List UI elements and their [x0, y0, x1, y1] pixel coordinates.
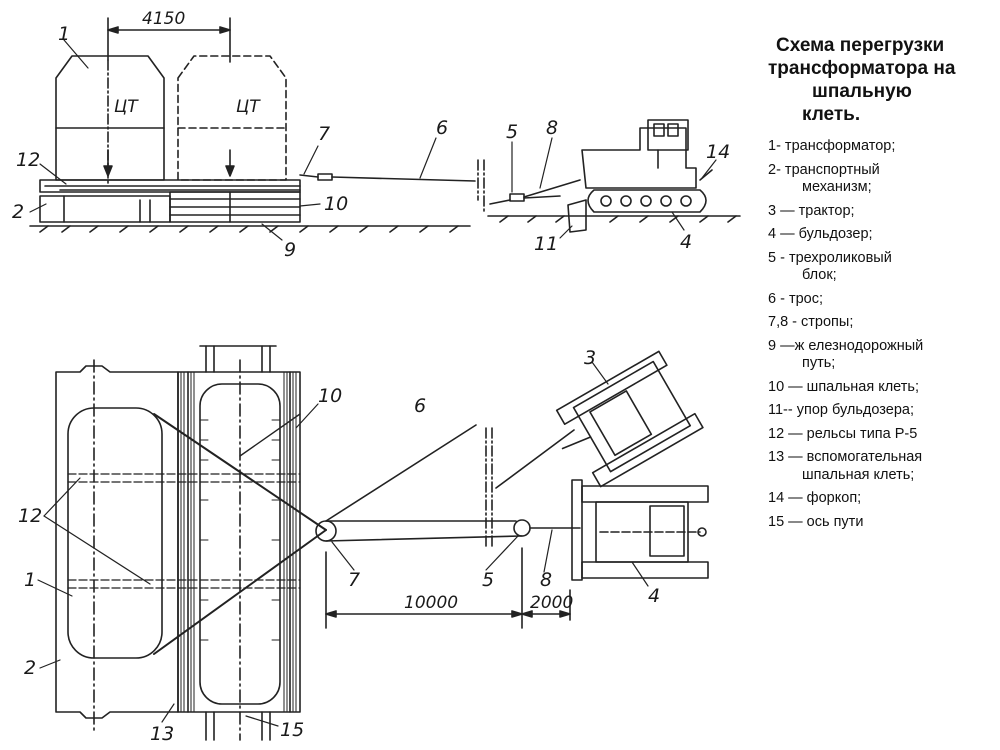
track-rails-plan	[199, 345, 277, 741]
transformer-plan	[67, 407, 163, 659]
elevation-view	[29, 17, 741, 241]
title-line-2: трансформатора на	[768, 58, 956, 79]
title-line-4: клеть.	[802, 104, 861, 125]
label-plan-12: 12	[18, 505, 42, 527]
bulldozer-plan	[571, 479, 709, 581]
cog-arrow-moved	[225, 149, 235, 177]
legend-item-text: 4 — бульдозер;	[768, 226, 873, 242]
label-plan-4: 4	[648, 585, 660, 607]
label-top-7: 7	[318, 123, 330, 145]
legend-item-text: 12 — рельсы типа Р-5	[768, 425, 918, 442]
label-plan-6: 6	[414, 395, 426, 417]
legend-item: 3 — трактор;	[768, 203, 996, 221]
legend-panel: Схема перегрузки трансформатора на шпаль…	[768, 34, 996, 537]
label-dimension-2000: 2000	[530, 593, 573, 613]
sleeper-cage-elevation	[169, 191, 301, 223]
label-dimension-10000: 10000	[404, 593, 458, 613]
plan-labels: 3 10 6 12 1 2 7 5 8 4 10000 2000 13 15	[18, 347, 660, 745]
tractor-plan	[555, 350, 704, 488]
label-plan-8: 8	[540, 569, 552, 591]
legend-item-text: 9 —ж елезнодорожный	[768, 337, 924, 354]
legend-item: 15 — ось пути	[768, 514, 996, 532]
transfer-scheme-drawing: 4150 ЦТ ЦТ 1 12 2 7 6 10 9 5 8 14 11 4 3…	[12, 9, 741, 745]
legend-item: 10 — шпальная клеть;	[768, 379, 996, 397]
legend-item: 6 - трос;	[768, 291, 996, 309]
legend-item-text: 15 — ось пути	[768, 513, 864, 530]
title-line-3: шпальную	[812, 81, 912, 102]
rails-p5-elevation	[39, 179, 301, 193]
leader-lines-elevation	[29, 39, 437, 241]
label-cog-1: ЦТ	[114, 97, 139, 117]
label-top-14: 14	[706, 141, 730, 163]
label-plan-15: 15	[280, 719, 304, 741]
legend-item-text: 11-- упор бульдозера;	[768, 402, 914, 418]
transport-mechanism-elevation	[39, 195, 171, 223]
ground-line-left	[29, 225, 471, 233]
slings-plan	[153, 413, 327, 655]
title-line-1: Схема перегрузки	[776, 35, 945, 56]
legend-item-text: 10 — шпальная клеть;	[768, 378, 919, 395]
label-top-2: 2	[12, 201, 24, 223]
leader-lines-elevation-right	[511, 137, 717, 239]
legend-item: 4 — бульдозер;	[768, 226, 996, 244]
transport-mechanism-plan	[55, 359, 179, 731]
label-plan-13: 13	[150, 723, 174, 745]
dimension-10000-2000	[325, 547, 571, 629]
legend-item: 11-- упор бульдозера;	[768, 402, 996, 420]
label-top-4: 4	[680, 231, 692, 253]
legend-item-text: 3 — трактор;	[768, 202, 855, 219]
label-top-6: 6	[436, 117, 448, 139]
leader-lines-plan	[37, 361, 649, 727]
label-plan-10: 10	[318, 385, 342, 407]
legend-item-continuation: механизм;	[802, 179, 872, 195]
label-dimension-4150: 4150	[142, 9, 185, 29]
label-plan-5: 5	[482, 569, 494, 591]
label-top-11: 11	[534, 233, 558, 255]
legend-item-text: 6 - трос;	[768, 290, 823, 307]
legend-item: 14 — форкоп;	[768, 490, 996, 508]
label-top-5: 5	[506, 121, 518, 143]
legend-item-text: 7,8 - стропы;	[768, 314, 854, 330]
legend-item-text: 14 — форкоп;	[768, 490, 862, 506]
legend-item-text: 2- транспортный	[768, 161, 880, 178]
rope-elevation-left	[299, 159, 479, 201]
label-top-10: 10	[324, 193, 348, 215]
transformer-solid	[55, 55, 165, 187]
legend-item-continuation: блок;	[802, 267, 837, 283]
legend-item: 1- трансформатор;	[768, 138, 996, 156]
label-plan-7: 7	[348, 569, 360, 591]
legend-item-continuation: шпальная клеть;	[802, 466, 915, 483]
pulleys-and-rope-plan	[315, 424, 581, 549]
legend-item-text: 1- трансформатор;	[768, 138, 896, 154]
label-cog-2: ЦТ	[236, 97, 261, 117]
rails-p5-plan	[67, 473, 301, 589]
elevation-labels: 4150 ЦТ ЦТ 1 12 2 7 6 10 9 5 8 14 11 4	[12, 9, 730, 261]
label-top-9: 9	[284, 239, 296, 261]
legend-item-continuation: путь;	[802, 355, 836, 371]
label-top-1: 1	[58, 23, 70, 45]
label-plan-1: 1	[24, 569, 36, 591]
sleeper-cage-plan	[177, 359, 301, 741]
scheme-title: Схема перегрузки трансформатора на шпаль…	[768, 34, 996, 126]
legend-item: 7,8 - стропы;	[768, 314, 996, 332]
legend-item-text: 5 - трехроликовый	[768, 249, 892, 266]
tractor-bulldozer-elevation	[483, 119, 741, 233]
legend-item-text: 13 — вспомогательная	[768, 449, 923, 465]
label-top-8: 8	[546, 117, 558, 139]
plan-view	[37, 345, 709, 741]
label-plan-2: 2	[24, 657, 36, 679]
legend-item: 12 — рельсы типа Р-5	[768, 426, 996, 444]
dimension-4150	[107, 17, 231, 63]
transformer-moved-dashed	[177, 55, 287, 181]
label-plan-3: 3	[584, 347, 596, 369]
label-top-12: 12	[16, 149, 40, 171]
